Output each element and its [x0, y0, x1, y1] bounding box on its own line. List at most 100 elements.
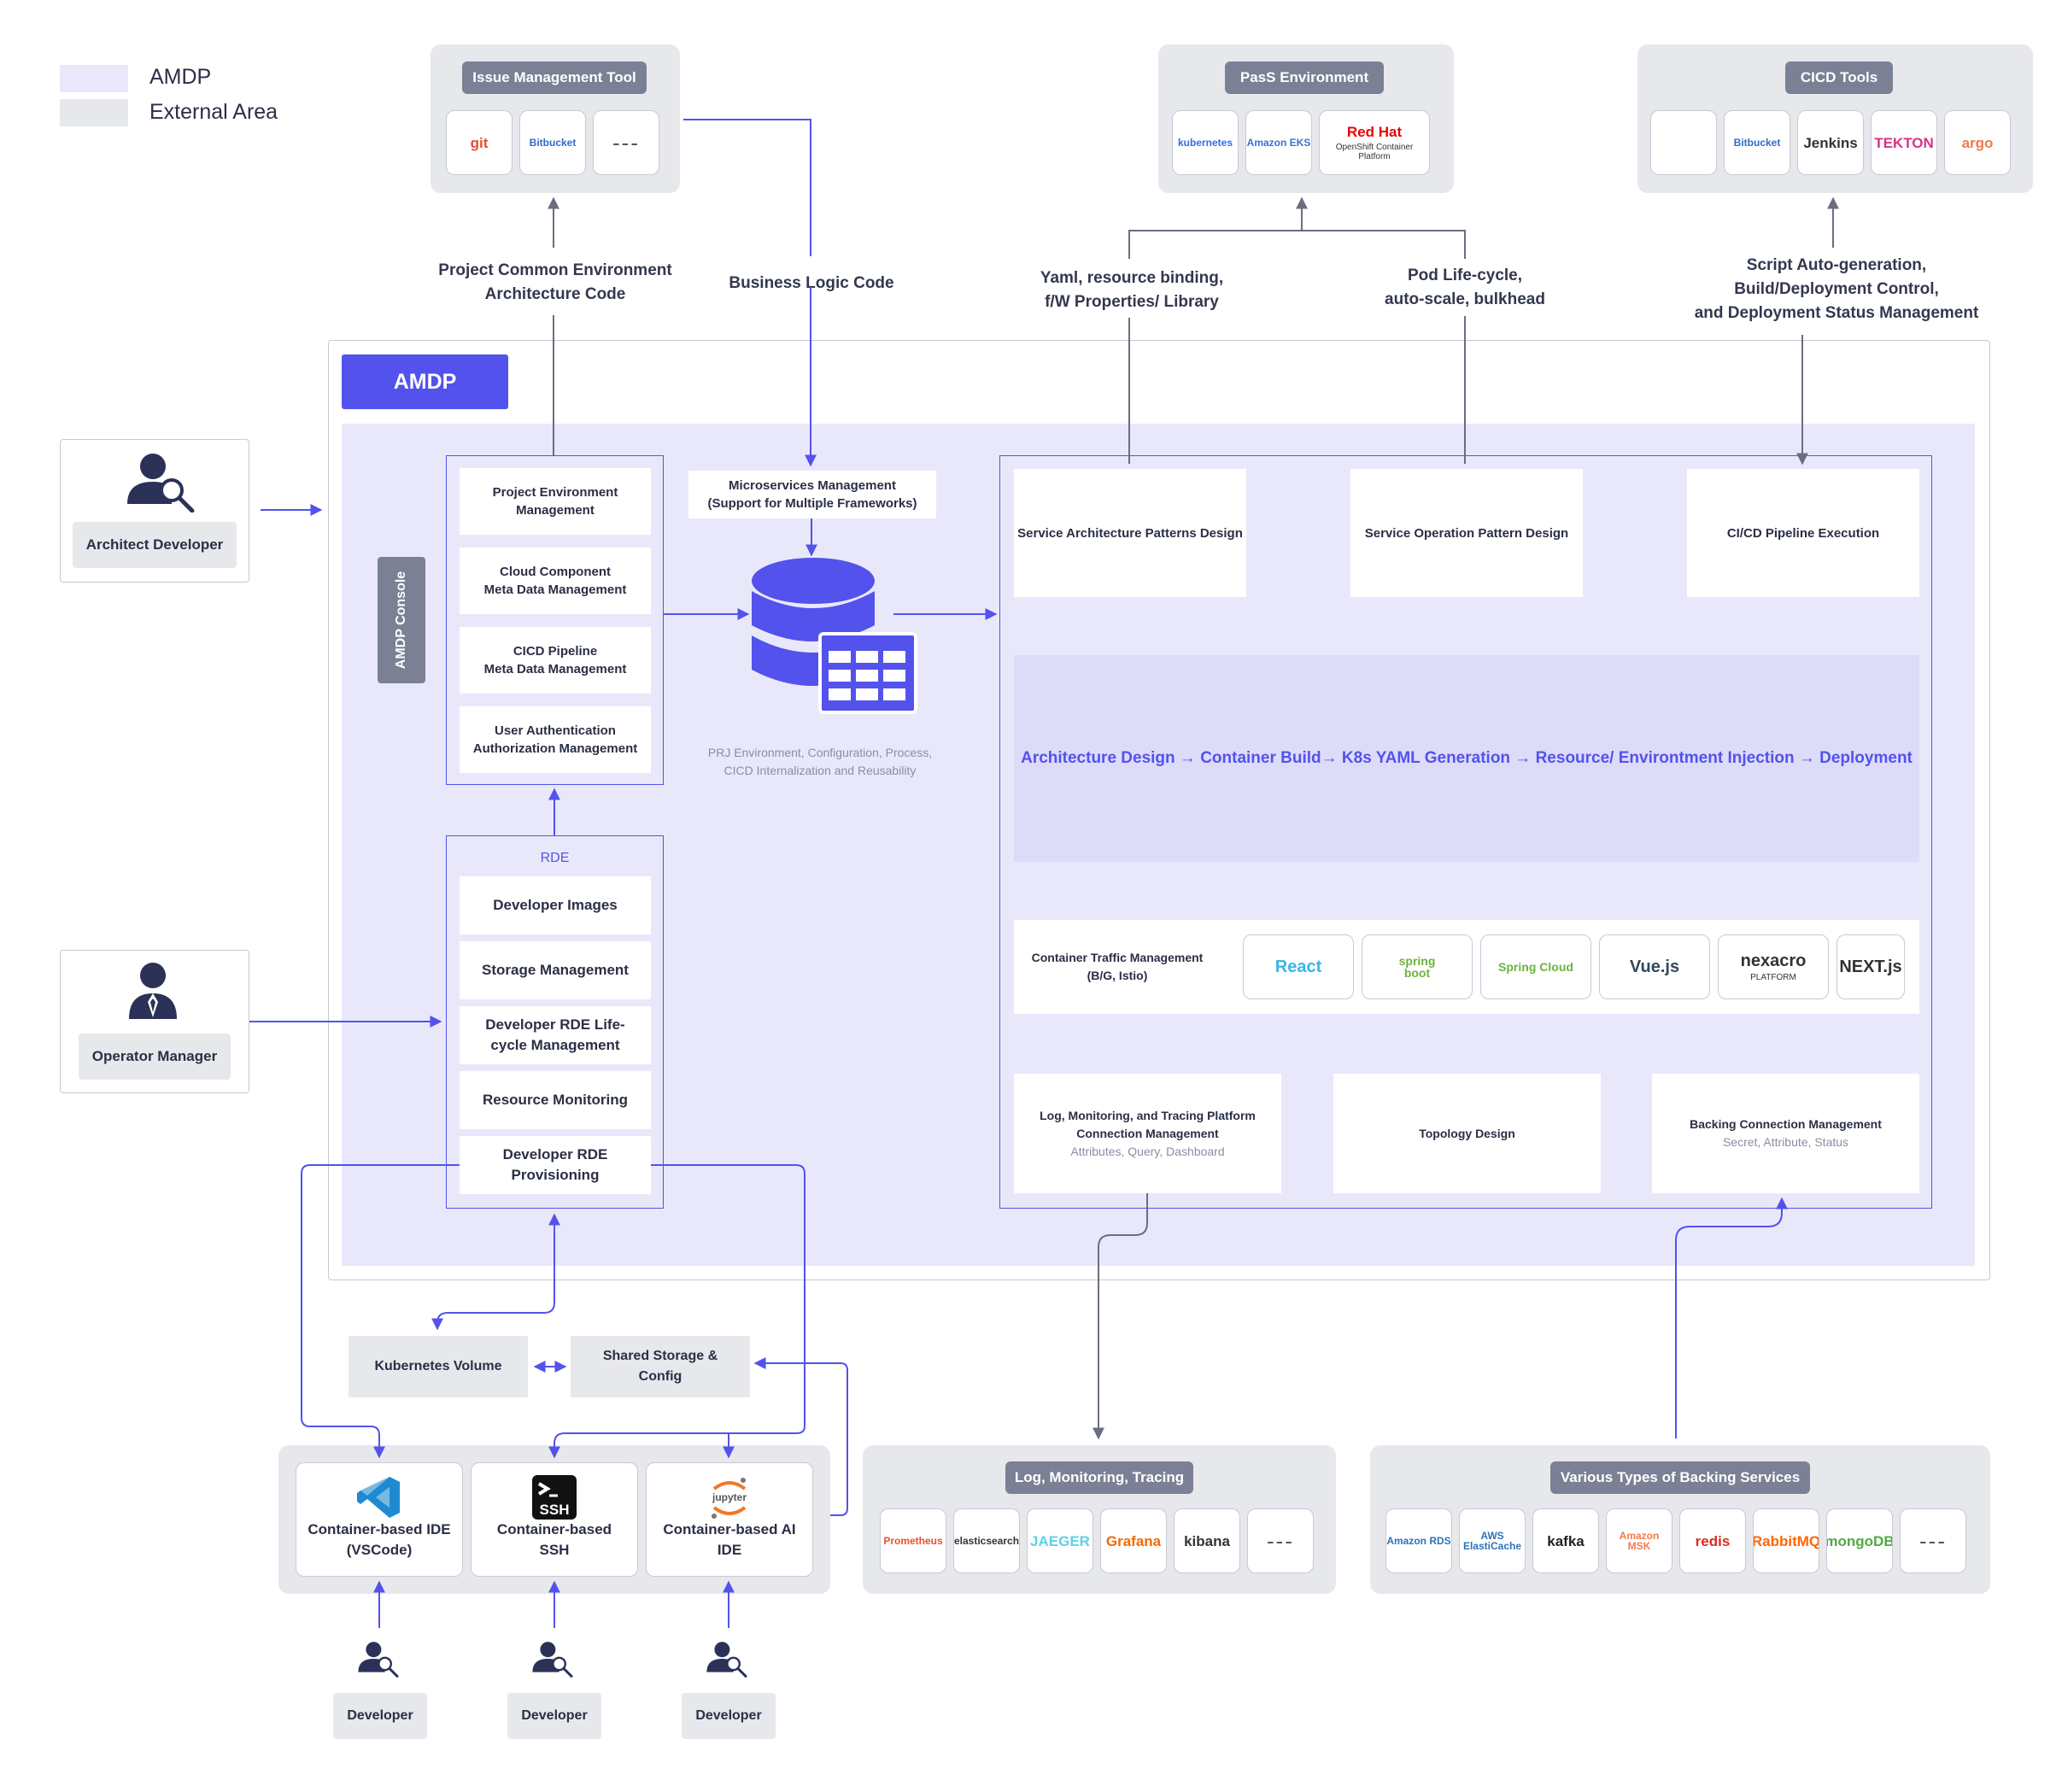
issue_tool-git-logo[interactable]: git: [446, 110, 513, 175]
git-icon: git: [470, 134, 489, 151]
top-box-service-operation[interactable]: Service Operation Pattern Design: [1350, 469, 1583, 597]
bottom-box-backing[interactable]: Backing Connection Management Secret, At…: [1652, 1074, 1919, 1193]
console-item-project-env[interactable]: Project Environment Management: [460, 468, 651, 535]
traffic-next-logo[interactable]: NEXT.js: [1836, 934, 1905, 999]
traffic-react-logo[interactable]: React: [1243, 934, 1354, 999]
link-issue-to-microservices: [683, 119, 811, 466]
link-backing-panel-to-box: [1675, 1197, 1788, 1438]
kubernetes-icon: kubernetes: [1177, 137, 1233, 149]
bottom-box-topology[interactable]: Topology Design: [1333, 1074, 1601, 1193]
spring-cloud-icon: Spring Cloud: [1498, 960, 1573, 974]
backing_panel-rabbitmq-logo[interactable]: RabbitMQ: [1753, 1508, 1819, 1573]
cicd_tools-argo-logo[interactable]: argo: [1944, 110, 2011, 175]
issue_tool-more-logo[interactable]: ---: [593, 110, 659, 175]
cicd_tools-tekton-logo[interactable]: TEKTON: [1871, 110, 1937, 175]
rds-icon: Amazon RDS: [1386, 1535, 1451, 1547]
developer-label[interactable]: Developer: [333, 1693, 427, 1739]
vscode-icon: [357, 1477, 400, 1518]
log_panel-more-logo[interactable]: ---: [1247, 1508, 1314, 1573]
operator-manager-label: Operator Manager: [79, 1034, 231, 1080]
console-item-cloud-component[interactable]: Cloud Component Meta Data Management: [460, 548, 651, 614]
backing_panel-mongodb-logo[interactable]: mongoDB: [1826, 1508, 1893, 1573]
backing_panel-msk-logo[interactable]: Amazon MSK: [1606, 1508, 1672, 1573]
traffic-spring-cloud-logo[interactable]: Spring Cloud: [1480, 934, 1591, 999]
log_panel-elasticsearch-logo[interactable]: elasticsearch: [953, 1508, 1020, 1573]
msk-icon: Amazon MSK: [1619, 1530, 1660, 1552]
backing_panel-kafka-logo[interactable]: kafka: [1532, 1508, 1599, 1573]
next-icon: NEXT.js: [1839, 957, 1902, 976]
bottom-box-log-monitoring[interactable]: Log, Monitoring, and Tracing Platform Co…: [1014, 1074, 1281, 1193]
jenkins-icon: Jenkins: [1803, 134, 1858, 151]
annotation-pod: Pod Life-cycle, auto-scale, bulkhead: [1385, 266, 1545, 308]
developer-search-user-icon: [706, 1642, 747, 1678]
jupyter-icon: jupyter: [712, 1478, 747, 1519]
cicd_tools-bitbucket-logo[interactable]: Bitbucket: [1724, 110, 1790, 175]
log_panel-kibana-logo[interactable]: kibana: [1174, 1508, 1240, 1573]
developer-label[interactable]: Developer: [682, 1693, 776, 1739]
top-box-service-architecture[interactable]: Service Architecture Patterns Design: [1014, 469, 1246, 597]
architect-search-user-icon: [127, 454, 195, 512]
annotation-project-common: Project Common Environment Architecture …: [438, 261, 672, 303]
logo-sub-label: OpenShift Container Platform: [1335, 142, 1414, 161]
ellipsis-icon: ---: [1919, 1527, 1947, 1554]
top-box-cicd-execution[interactable]: CI/CD Pipeline Execution: [1687, 469, 1919, 597]
rde-group: [446, 835, 664, 1209]
microservices-box[interactable]: Microservices Management (Support for Mu…: [688, 471, 936, 518]
developer-label[interactable]: Developer: [507, 1693, 601, 1739]
developer-search-user-icon: [532, 1642, 573, 1678]
argo-icon: argo: [1961, 134, 1994, 151]
rde-item-developer-images[interactable]: Developer Images: [460, 876, 651, 934]
traffic-spring-boot-logo[interactable]: spring boot: [1362, 934, 1473, 999]
svg-text:jupyter: jupyter: [712, 1491, 747, 1503]
bitbucket-icon: Bitbucket: [1733, 137, 1781, 149]
shared-storage-box[interactable]: Shared Storage & Config: [571, 1336, 750, 1397]
kibana-icon: kibana: [1184, 1532, 1230, 1549]
link-provision-to-ssh-ai: [548, 1164, 805, 1459]
ide-card-vscode[interactable]: Container-based IDE (VSCode): [296, 1462, 463, 1577]
react-icon: React: [1274, 957, 1322, 976]
link-log-box-to-panel: [1093, 1193, 1148, 1440]
grafana-icon: Grafana: [1105, 1532, 1162, 1549]
rde-item-resource-monitoring[interactable]: Resource Monitoring: [460, 1071, 651, 1129]
log-panel-title: Log, Monitoring, Tracing: [1005, 1461, 1193, 1494]
paas-eks-logo[interactable]: Amazon EKS: [1245, 110, 1312, 175]
backing_panel-more-logo[interactable]: ---: [1900, 1508, 1966, 1573]
database-caption: PRJ Environment, Configuration, Process,…: [707, 746, 933, 777]
architect-developer-label: Architect Developer: [73, 522, 237, 568]
cicd_tools-jenkins-logo[interactable]: Jenkins: [1797, 110, 1864, 175]
ide-label-vscode: Container-based IDE (VSCode): [308, 1521, 451, 1558]
kubernetes-volume-box[interactable]: Kubernetes Volume: [349, 1336, 528, 1397]
bottom-box-log-sub: Attributes, Query, Dashboard: [1070, 1144, 1225, 1158]
console-item-user-auth[interactable]: User Authentication Authorization Manage…: [460, 706, 651, 773]
cicd_tools-harbor-logo[interactable]: [1650, 110, 1717, 175]
backing_panel-redis-logo[interactable]: redis: [1679, 1508, 1746, 1573]
rde-item-lifecycle[interactable]: Developer RDE Life- cycle Management: [460, 1006, 651, 1064]
backing_panel-elasticache-logo[interactable]: AWS ElastiCache: [1459, 1508, 1526, 1573]
kafka-icon: kafka: [1547, 1532, 1585, 1549]
paas-kubernetes-logo[interactable]: kubernetes: [1172, 110, 1239, 175]
log_panel-grafana-logo[interactable]: Grafana: [1100, 1508, 1167, 1573]
traffic-vue-logo[interactable]: Vue.js: [1599, 934, 1710, 999]
bottom-box-topology-title: Topology Design: [1419, 1126, 1515, 1140]
ide-card-ssh[interactable]: SSH Container-based SSH: [471, 1462, 638, 1577]
annotation-business-logic: Business Logic Code: [729, 274, 894, 292]
link-rde-to-volume: [431, 1213, 560, 1331]
jaeger-icon: JAEGER: [1030, 1532, 1090, 1549]
ide-card-jupyter[interactable]: jupyter Container-based AI IDE: [646, 1462, 813, 1577]
ellipsis-icon: ---: [612, 129, 640, 155]
log_panel-prometheus-logo[interactable]: Prometheus: [880, 1508, 946, 1573]
log_panel-jaeger-logo[interactable]: JAEGER: [1027, 1508, 1093, 1573]
issue_tool-bitbucket-logo[interactable]: Bitbucket: [519, 110, 586, 175]
bottom-box-backing-sub: Secret, Attribute, Status: [1722, 1135, 1849, 1149]
rde-item-storage[interactable]: Storage Management: [460, 941, 651, 999]
bottom-box-backing-title: Backing Connection Management: [1690, 1117, 1882, 1131]
rde-item-provisioning[interactable]: Developer RDE Provisioning: [460, 1136, 651, 1194]
backing_panel-rds-logo[interactable]: Amazon RDS: [1385, 1508, 1452, 1573]
mongodb-icon: mongoDB: [1826, 1532, 1893, 1549]
console-item-cicd-pipeline[interactable]: CICD Pipeline Meta Data Management: [460, 627, 651, 694]
issue-tool-title: Issue Management Tool: [462, 61, 647, 94]
amdp-title-badge: AMDP: [342, 354, 508, 409]
bottom-box-log-title: Log, Monitoring, and Tracing Platform Co…: [1040, 1108, 1256, 1140]
